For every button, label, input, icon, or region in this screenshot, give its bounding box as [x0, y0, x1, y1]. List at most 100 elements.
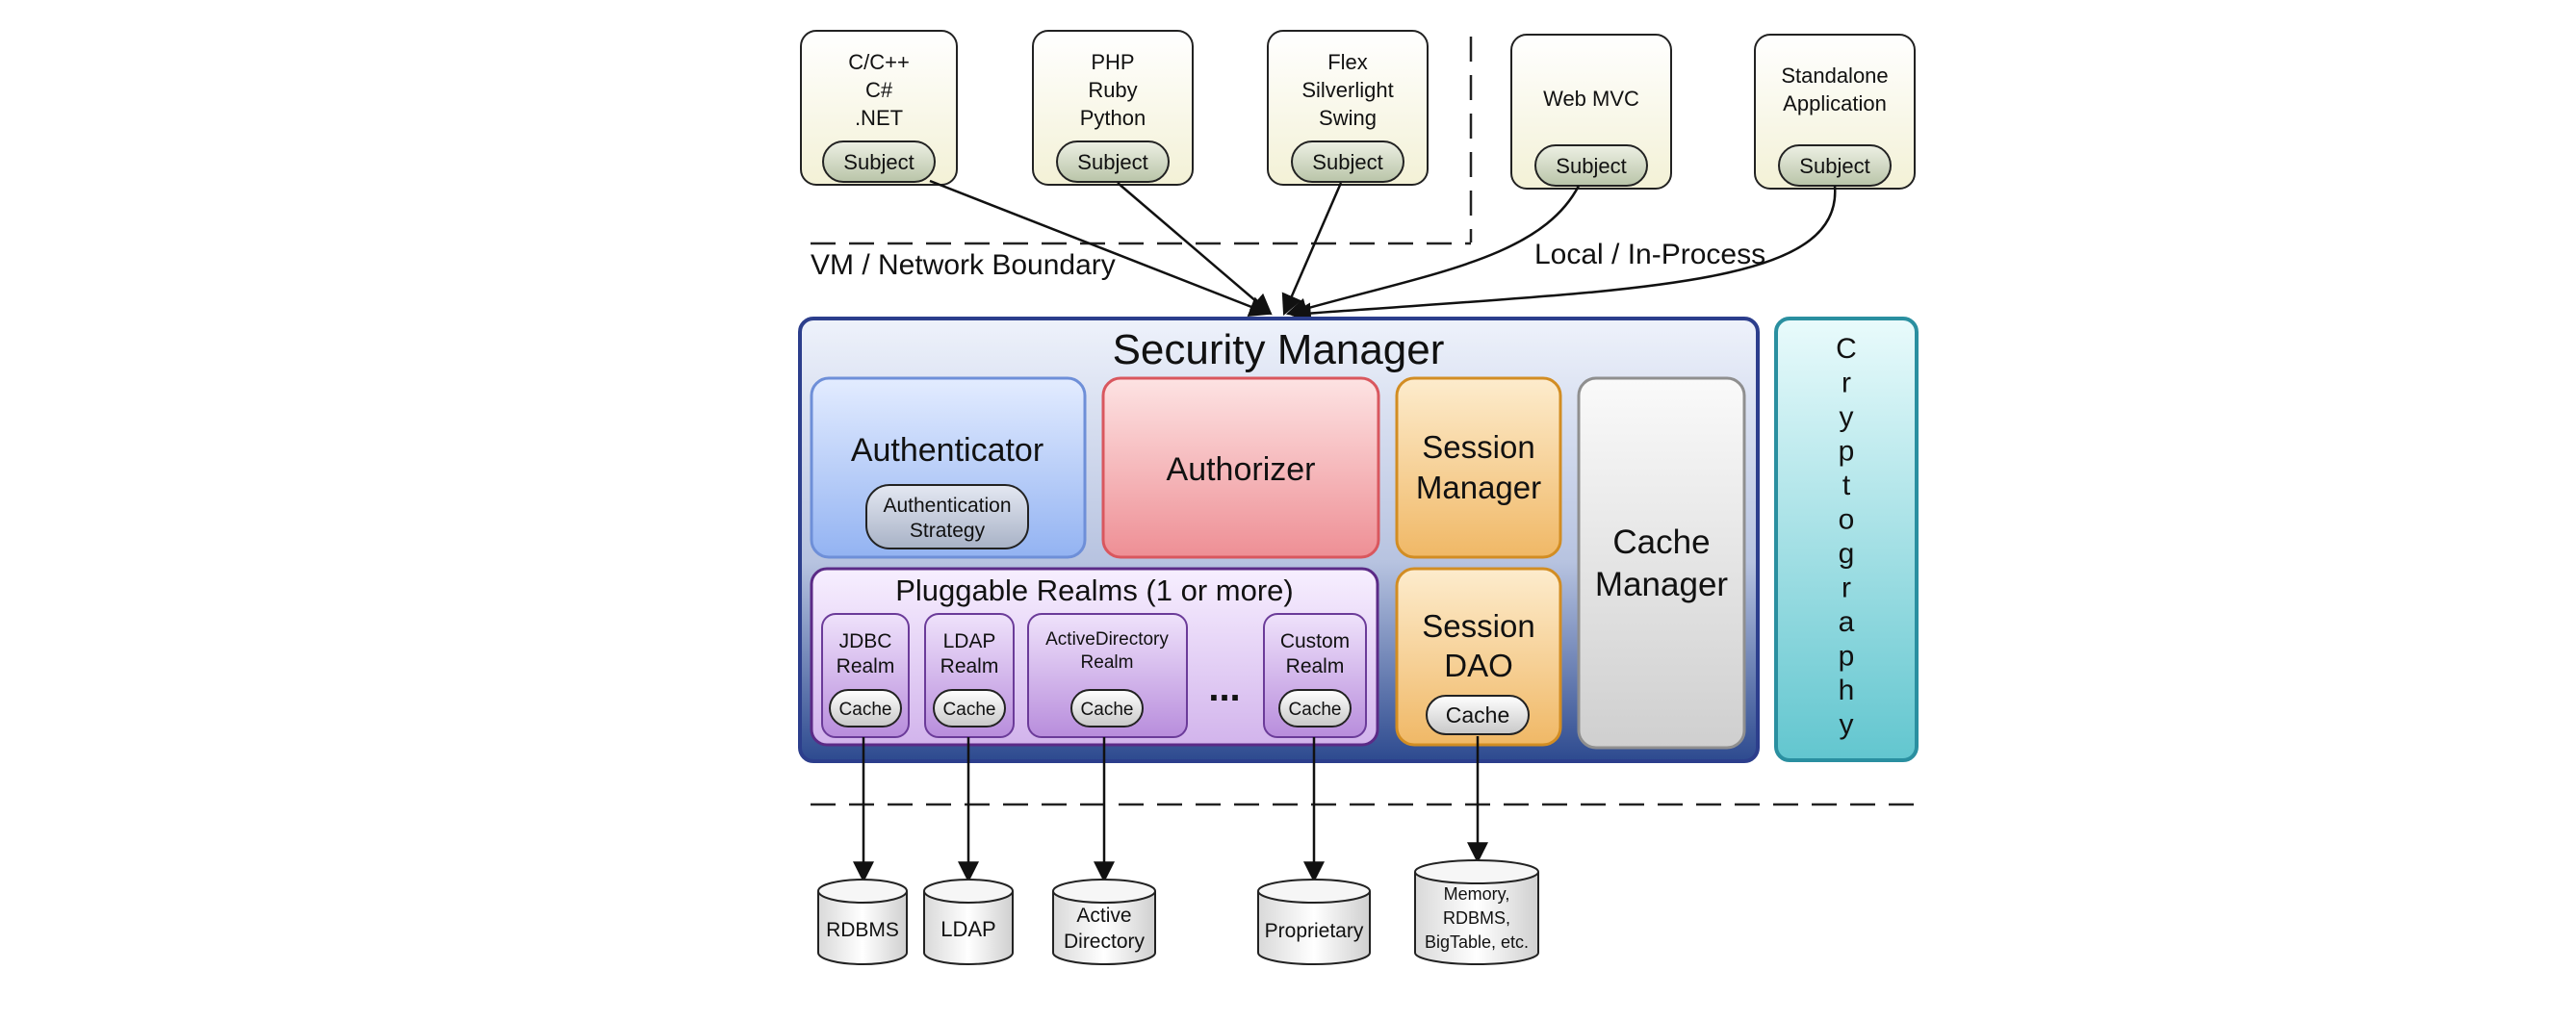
security-manager: Security Manager Authenticator Authentic… — [798, 317, 1760, 763]
authorizer-label: Authorizer — [1167, 451, 1316, 488]
realm-activedirectory: ActiveDirectory Realm Cache — [1027, 613, 1188, 738]
datastore-rdbms: RDBMS — [817, 879, 908, 965]
cache-manager-line-2: Manager — [1595, 566, 1728, 603]
authenticator-label: Authenticator — [851, 432, 1043, 469]
cryptography-letter: p — [1839, 436, 1855, 468]
client-arrows — [929, 179, 1837, 324]
datastore-ldap-label: LDAP — [940, 917, 995, 941]
realm-custom-line-2: Realm — [1286, 655, 1345, 677]
datastore-memory-line-3: BigTable, etc. — [1425, 932, 1529, 952]
client-standalone-line-2: Application — [1783, 91, 1887, 115]
subject-label: Subject — [1312, 150, 1382, 174]
realm-cache-label: Cache — [1289, 700, 1342, 720]
realm-jdbc-line-1: JDBC — [839, 630, 892, 652]
realm-custom-line-1: Custom — [1280, 630, 1350, 652]
realm-ad-line-1: ActiveDirectory — [1045, 629, 1169, 650]
auth-strategy-line-1: Authentication — [883, 495, 1011, 517]
realm-cache-pill — [829, 689, 902, 727]
client-standalone-line-1: Standalone — [1781, 64, 1888, 88]
client-php-line-3: Python — [1080, 106, 1146, 130]
subject-label: Subject — [843, 150, 914, 174]
client-web-mvc-line-1: Web MVC — [1543, 87, 1639, 111]
session-manager: Session Manager — [1395, 376, 1562, 559]
cryptography-letter: t — [1842, 470, 1851, 501]
realm-cache-label: Cache — [1081, 700, 1134, 720]
datastore-proprietary-label: Proprietary — [1265, 920, 1364, 942]
datastore-memory-line-1: Memory, — [1444, 884, 1510, 904]
cryptography-letter: o — [1839, 504, 1855, 536]
session-manager-line-2: Manager — [1416, 470, 1541, 505]
client-php-line-1: PHP — [1091, 50, 1134, 74]
realm-cache-label: Cache — [839, 700, 892, 720]
datastore-memory: Memory, RDBMS, BigTable, etc. — [1414, 859, 1539, 965]
cryptography-letter: y — [1840, 709, 1854, 741]
session-dao-cache-label: Cache — [1446, 702, 1509, 727]
arrow-cpp-to-sm — [929, 179, 1272, 318]
subject-label: Subject — [1799, 154, 1869, 178]
pluggable-realms: Pluggable Realms (1 or more) JDBC Realm … — [810, 567, 1379, 747]
datastore-arrows — [853, 736, 1488, 883]
realm-jdbc: JDBC Realm Cache — [821, 613, 910, 738]
local-in-process-label: Local / In-Process — [1534, 239, 1765, 270]
client-flex-line-1: Flex — [1327, 50, 1368, 74]
authenticator: Authenticator Authentication Strategy — [810, 376, 1087, 559]
session-dao-line-1: Session — [1422, 608, 1534, 644]
vm-network-boundary — [811, 37, 1473, 245]
session-dao: Session DAO Cache — [1395, 567, 1562, 747]
client-php: PHP Ruby Python Subject — [1032, 30, 1194, 186]
session-dao-cache-pill — [1426, 695, 1530, 735]
arrow-flex-to-sm — [1281, 182, 1343, 317]
cryptography-letter: C — [1836, 333, 1857, 365]
datastore-ad-line-1: Active — [1076, 905, 1131, 927]
client-cpp-line-3: .NET — [855, 106, 903, 130]
cryptography-letter: p — [1839, 641, 1855, 673]
authentication-strategy — [865, 484, 1029, 549]
subject-pill — [1056, 140, 1170, 183]
pluggable-realms-title: Pluggable Realms (1 or more) — [895, 574, 1294, 607]
subject-pill — [1291, 140, 1404, 183]
subject-label: Subject — [1077, 150, 1147, 174]
realm-cache-pill — [1278, 689, 1352, 727]
realm-cache-label: Cache — [943, 700, 996, 720]
realm-ldap-line-2: Realm — [940, 655, 999, 677]
datastore-rdbms-label: RDBMS — [826, 919, 899, 941]
client-web-mvc: Web MVC Subject — [1510, 34, 1672, 190]
cache-manager-line-1: Cache — [1612, 523, 1710, 561]
arrow-webmvc-to-sm — [1285, 185, 1581, 319]
realm-ldap-line-1: LDAP — [943, 630, 996, 652]
arrow-php-to-sm — [1117, 182, 1273, 316]
client-cpp-line-2: C# — [865, 78, 893, 102]
client-php-line-2: Ruby — [1088, 78, 1137, 102]
subject-pill — [822, 140, 936, 183]
datastore-ldap: LDAP — [923, 879, 1014, 965]
cryptography-letter: h — [1839, 675, 1855, 706]
cryptography-letter: g — [1839, 538, 1855, 570]
cryptography-letter: r — [1842, 573, 1851, 604]
client-flex-line-3: Swing — [1319, 106, 1377, 130]
datastore-ad-line-2: Directory — [1064, 931, 1146, 953]
cache-manager: Cache Manager — [1577, 376, 1746, 750]
session-manager-line-1: Session — [1422, 429, 1534, 465]
authorizer: Authorizer — [1101, 376, 1380, 559]
subject-pill — [1534, 144, 1648, 187]
realms-ellipsis: ... — [1208, 667, 1240, 709]
arrow-standalone-to-sm — [1289, 185, 1837, 324]
realm-ad-line-2: Realm — [1081, 652, 1134, 673]
cryptography-letter: a — [1839, 606, 1855, 638]
security-manager-title: Security Manager — [1113, 326, 1445, 373]
cryptography-letter: r — [1842, 368, 1851, 399]
realm-cache-pill — [1070, 689, 1144, 727]
realm-cache-pill — [933, 689, 1006, 727]
auth-strategy-line-2: Strategy — [910, 520, 986, 542]
realm-jdbc-line-2: Realm — [837, 655, 895, 677]
client-flex-line-2: Silverlight — [1301, 78, 1393, 102]
realm-custom: Custom Realm Cache — [1263, 613, 1367, 738]
subject-label: Subject — [1556, 154, 1626, 178]
client-cpp: C/C++ C# .NET Subject — [800, 30, 958, 186]
client-standalone: Standalone Application Subject — [1754, 34, 1916, 190]
datastore-proprietary: Proprietary — [1257, 879, 1371, 965]
